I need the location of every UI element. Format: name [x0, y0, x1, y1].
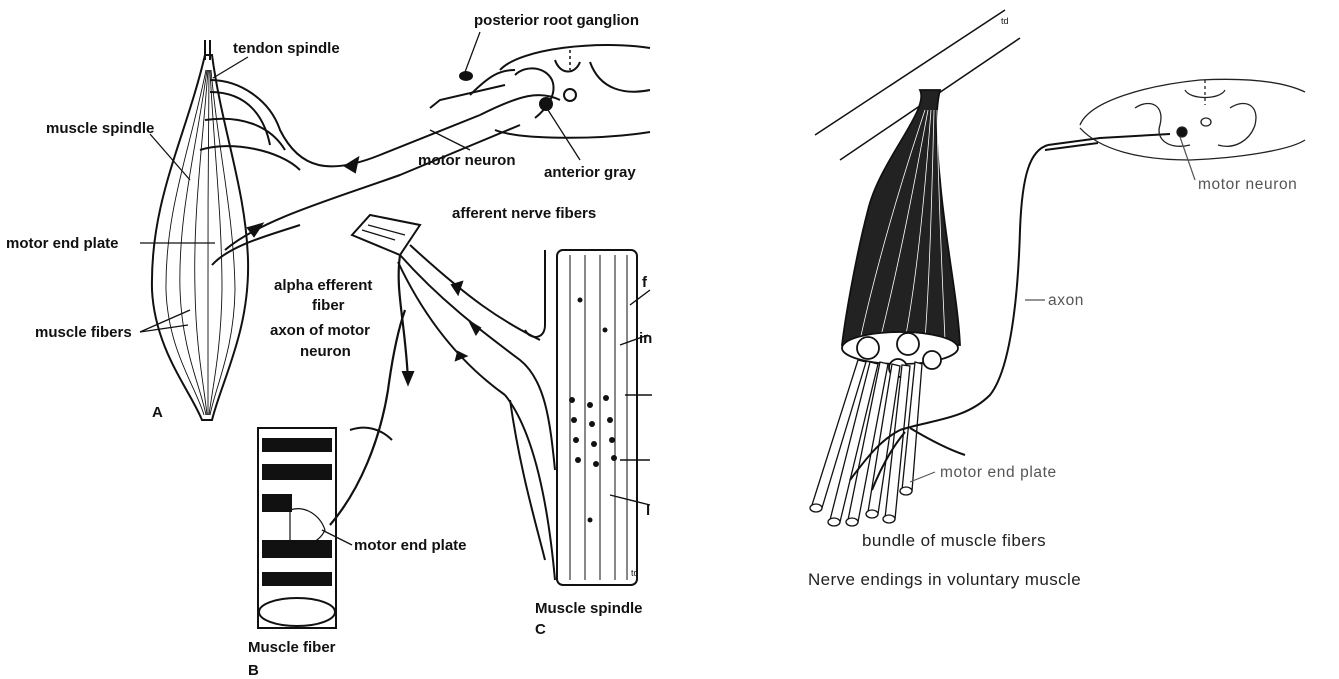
label-corner-mark-left: td	[631, 568, 639, 578]
label-motor-end-plate-right: motor end plate	[940, 464, 1057, 481]
caption-nerve-endings: Nerve endings in voluntary muscle	[808, 570, 1081, 589]
label-motor-end-plate-a: motor end plate	[6, 235, 119, 252]
label-bundle-of-muscle-fibers: bundle of muscle fibers	[862, 531, 1046, 550]
spinal-cord-section-a	[460, 45, 650, 138]
label-muscle-fibers: muscle fibers	[35, 324, 132, 341]
muscle-bundle-right	[842, 90, 960, 377]
label-tendon-spindle: tendon spindle	[233, 40, 340, 57]
label-motor-neuron-right: motor neuron	[1198, 176, 1297, 193]
label-afferent-nerve-fibers: afferent nerve fibers	[452, 205, 596, 222]
label-cut-l: l	[646, 502, 650, 519]
label-axon-motor-line1: axon of motor	[270, 322, 370, 339]
label-alpha-efferent-line2: fiber	[312, 297, 345, 314]
label-cut-in: in	[639, 330, 652, 347]
fiber-strands-right	[810, 360, 922, 526]
label-corner-mark-right: td	[1001, 16, 1009, 26]
panel-letter-c: C	[535, 621, 546, 638]
label-motor-end-plate-b: motor end plate	[354, 537, 467, 554]
label-muscle-spindle: muscle spindle	[46, 120, 154, 137]
muscle-spindle-c	[352, 215, 652, 585]
caption-muscle-spindle: Muscle spindle	[535, 600, 643, 617]
panel-letter-a: A	[152, 404, 163, 421]
label-axon-motor-line2: neuron	[300, 343, 351, 360]
label-posterior-root-ganglion: posterior root ganglion	[474, 12, 639, 29]
caption-muscle-fiber: Muscle fiber	[248, 639, 336, 656]
label-anterior-gray: anterior gray	[544, 164, 636, 181]
label-axon: axon	[1048, 292, 1084, 309]
label-motor-neuron-left: motor neuron	[418, 152, 516, 169]
label-cut-f: f	[642, 274, 648, 291]
spinal-cord-section-right	[1080, 79, 1305, 160]
label-alpha-efferent-line1: alpha efferent	[274, 277, 372, 294]
panel-letter-b: B	[248, 662, 259, 679]
